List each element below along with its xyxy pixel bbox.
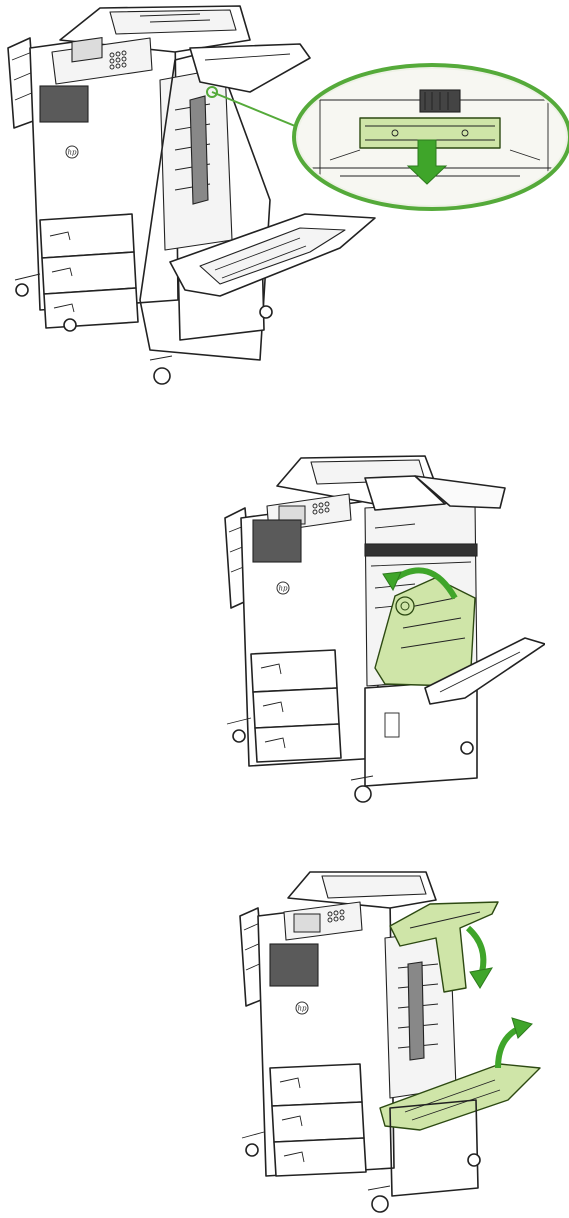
caster xyxy=(233,730,245,742)
touch-screen xyxy=(72,38,102,62)
tray-1 xyxy=(270,1064,362,1106)
caster xyxy=(16,284,28,296)
curved-arrow-icon xyxy=(468,928,483,972)
svg-text:hp: hp xyxy=(279,585,289,593)
svg-text:hp: hp xyxy=(298,1005,308,1013)
figure-step-1: hp xyxy=(0,0,569,395)
tray-2 xyxy=(253,688,339,728)
printer-illustration-3: hp xyxy=(230,868,560,1218)
caster xyxy=(468,1154,480,1166)
tray-2 xyxy=(42,252,136,294)
tray-1 xyxy=(251,650,337,692)
tray-3 xyxy=(274,1138,366,1176)
hp-logo-icon: hp xyxy=(277,582,289,594)
printer-illustration-1: hp xyxy=(0,0,569,395)
caster xyxy=(372,1196,388,1212)
caster xyxy=(260,306,272,318)
tray-3 xyxy=(255,724,341,762)
caster xyxy=(64,319,76,331)
front-window xyxy=(270,944,318,986)
front-window xyxy=(253,520,301,562)
front-window xyxy=(40,86,88,122)
hp-logo-icon: hp xyxy=(66,146,78,158)
figure-step-2: hp xyxy=(215,448,545,808)
caster xyxy=(461,742,473,754)
caster xyxy=(246,1144,258,1156)
svg-text:hp: hp xyxy=(68,149,78,157)
printer-illustration-2: hp xyxy=(215,448,545,808)
figure-step-3: hp xyxy=(230,868,560,1218)
detail-callout xyxy=(290,65,569,215)
caster xyxy=(355,786,371,802)
tray-2 xyxy=(272,1102,364,1142)
tray-1 xyxy=(40,214,134,258)
hp-logo-icon: hp xyxy=(296,1002,308,1014)
caster xyxy=(154,368,170,384)
tray-3 xyxy=(44,288,138,328)
touch-screen xyxy=(294,914,320,932)
